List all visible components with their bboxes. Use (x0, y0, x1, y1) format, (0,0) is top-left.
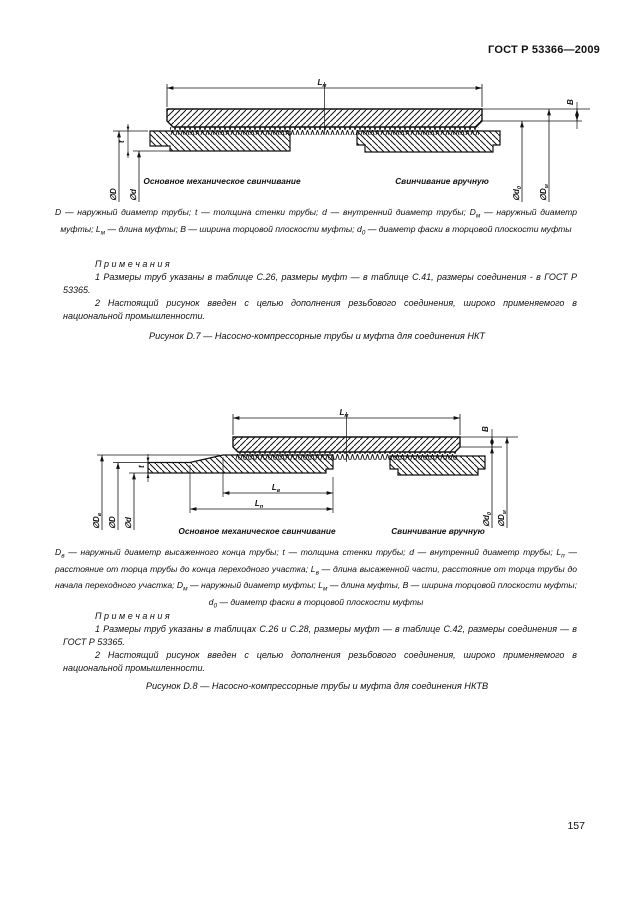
legend-segment: — диаметр фаски в торцовой плоскости муф… (217, 597, 424, 608)
dim-label-lv: Lв (272, 483, 281, 494)
dim-od (117, 131, 141, 202)
dim-left-group (97, 454, 220, 530)
legend-segment: — наружный диаметр высаженного конца тру… (64, 547, 562, 557)
dim-lm (166, 82, 483, 134)
dim-label-t: t (137, 465, 146, 468)
fig-d8-notes: П р и м е ч а н и я 1 Размеры труб указа… (63, 610, 577, 675)
dim-label-odv: ∅Dв (92, 512, 103, 529)
dim-label-od: ∅D (108, 516, 117, 529)
right-pipe-section (356, 130, 501, 153)
dim-label-b: B (481, 426, 490, 432)
legend-segment: — наружный диаметр муфты; L (60, 207, 578, 234)
left-pipe-upset-section (147, 454, 334, 474)
note-1: 1 Размеры труб указаны в таблице С.26, р… (63, 272, 577, 295)
dim-label-odm: ∅Dм (539, 184, 550, 201)
fig-d8-caption: Рисунок D.8 — Насосно-компрессорные труб… (145, 681, 489, 691)
label-power-tight: Основное механическое свинчивание (143, 176, 301, 186)
fig-d8-legend: Dв — наружный диаметр высаженного конца … (55, 546, 577, 613)
left-pipe-section (149, 130, 291, 152)
notes-heading: П р и м е ч а н и я (95, 259, 170, 269)
fig-d7-notes: П р и м е ч а н и я 1 Размеры труб указа… (63, 258, 577, 323)
dim-label-b: B (566, 99, 575, 105)
dim-label-lm: Lм (340, 408, 349, 419)
dim-label-od0: ∅d0 (482, 512, 493, 527)
dim-label-id: ∅d (129, 188, 138, 201)
dim-right-group (482, 102, 590, 202)
label-hand-tight: Свинчивание вручную (391, 526, 485, 536)
note-2: 2 Настоящий рисунок введен с целью допол… (63, 650, 577, 673)
dim-t (146, 454, 150, 482)
legend-segment: — длина высаженной части, расстояние от … (55, 563, 577, 591)
legend-segment: — диаметр фаски в торцовой плоскости муф… (365, 223, 572, 234)
legend-segment: — наружный диаметр муфты; L (187, 580, 323, 591)
legend-segment: — длина муфты; В — ширина торцовой плоск… (105, 223, 362, 234)
dim-lm (232, 412, 461, 462)
page-number: 157 (567, 820, 585, 832)
dim-label-lm: Lм (318, 78, 327, 89)
legend-sub: в (315, 569, 319, 577)
legend-sub: 0 (361, 229, 366, 237)
notes-heading: П р и м е ч а н и я (95, 611, 170, 621)
figure-d7-drawing: Lм t ∅D ∅d B ∅d0 ∅Dм Основн (109, 78, 590, 202)
label-power-tight: Основное механическое свинчивание (178, 526, 336, 536)
label-hand-tight: Свинчивание вручную (395, 176, 489, 186)
dim-label-lp: Lп (255, 499, 264, 510)
legend-segment: — расстояние от торца трубы до конца пер… (55, 547, 578, 574)
fig-d7-caption: Рисунок D.7 — Насосно-компрессорные труб… (148, 331, 486, 341)
note-2: 2 Настоящий рисунок введен с целью допол… (63, 298, 577, 321)
dim-label-od: ∅D (109, 188, 118, 201)
legend-segment: — длина муфты, В — ширина торцовой плоск… (208, 580, 577, 608)
legend-sub: п (561, 552, 565, 560)
legend-segment: D (55, 547, 62, 557)
dim-label-odm: ∅Dм (497, 510, 508, 527)
document-number: ГОСТ Р 53366—2009 (488, 44, 600, 56)
fig-d7-legend: D — наружный диаметр трубы; t — толщина … (55, 206, 577, 239)
legend-sub: 0 (213, 602, 218, 610)
dim-right-group (460, 429, 518, 528)
dim-label-id: ∅d (124, 516, 133, 529)
right-pipe-section (389, 455, 486, 476)
dim-lv-lp (189, 457, 334, 513)
legend-sub: м (475, 212, 481, 220)
legend-sub: м (322, 586, 328, 594)
figure-d8-drawing: Lм t ∅Dв ∅D ∅d Lв Lп (92, 408, 518, 536)
legend-sub: в (61, 552, 65, 560)
dim-label-t: t (117, 140, 126, 143)
dim-label-od0: ∅d0 (512, 186, 523, 201)
legend-segment: D — наружный диаметр трубы; t — толщина … (55, 207, 476, 217)
legend-sub: м (100, 229, 106, 237)
note-1: 1 Размеры труб указаны в таблицах С.26 и… (63, 624, 577, 647)
legend-sub: м (183, 586, 188, 594)
